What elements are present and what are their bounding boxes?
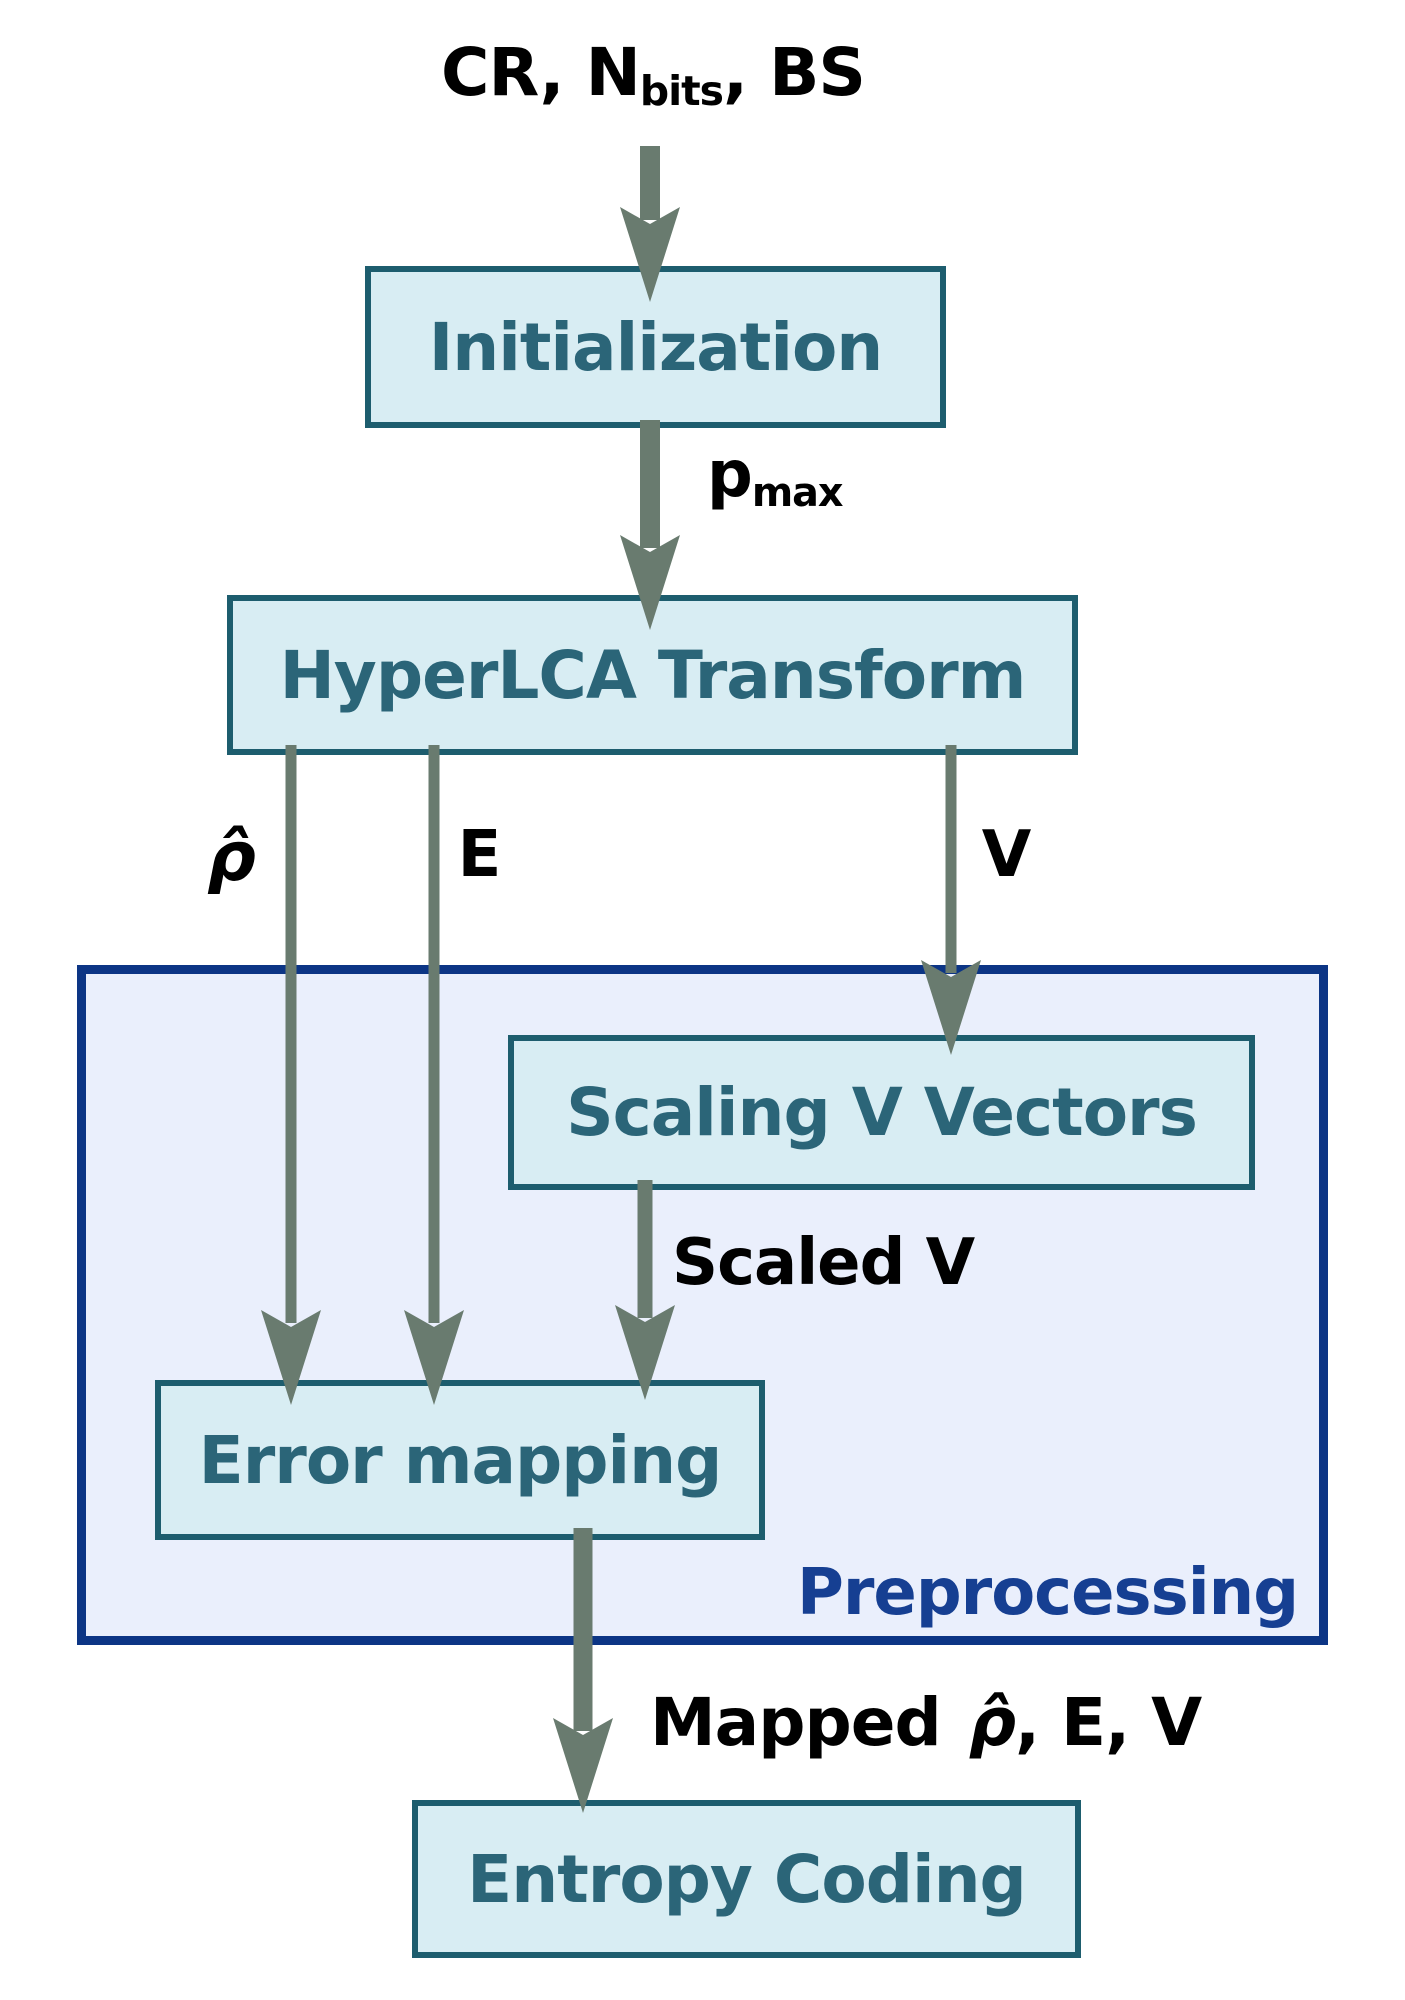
- hyperlca-transform-label: HyperLCA Transform: [279, 636, 1027, 714]
- e-label: E: [457, 818, 502, 892]
- pmax-label: pmax: [707, 441, 844, 516]
- mapped-post-text: , E, V: [1014, 1684, 1202, 1761]
- v-label: V: [981, 818, 1032, 892]
- scaled-v-label: Scaled V: [672, 1226, 975, 1300]
- input-parameters-label: CR, Nbits, BS: [300, 38, 1006, 113]
- input-post-text: , BS: [723, 34, 866, 111]
- entropy-coding-label: Entropy Coding: [467, 1840, 1027, 1918]
- pmax-base-text: p: [707, 438, 753, 512]
- initialization-box: Initialization: [365, 266, 946, 428]
- initialization-label: Initialization: [428, 308, 884, 386]
- scaling-v-vectors-label: Scaling V Vectors: [566, 1074, 1198, 1151]
- mapped-rho-text: ρ̂: [968, 1684, 1016, 1761]
- pmax-sub-text: max: [751, 469, 844, 516]
- error-mapping-label: Error mapping: [198, 1421, 723, 1499]
- error-mapping-box: Error mapping: [155, 1380, 765, 1540]
- mapped-pre-text: Mapped: [650, 1684, 942, 1761]
- input-sub-text: bits: [639, 67, 724, 116]
- rho-label: ρ̂: [207, 818, 256, 897]
- input-pre-text: CR, N: [441, 34, 641, 111]
- preprocessing-caption: Preprocessing: [796, 1556, 1299, 1630]
- entropy-coding-box: Entropy Coding: [412, 1800, 1081, 1958]
- scaling-v-vectors-box: Scaling V Vectors: [508, 1035, 1255, 1190]
- hyperlca-transform-box: HyperLCA Transform: [227, 595, 1078, 755]
